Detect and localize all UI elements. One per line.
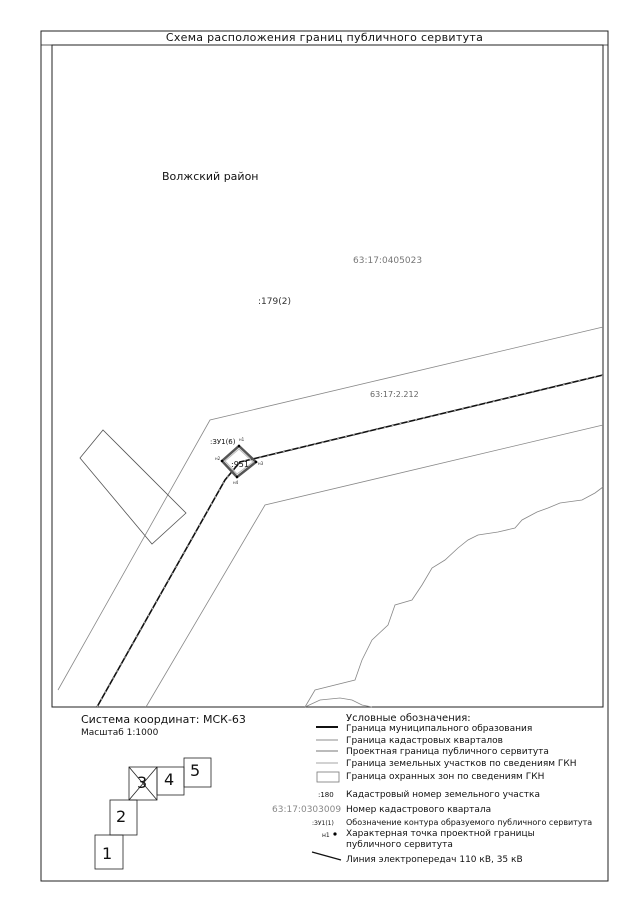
legend-item-municipal: Граница муниципального образования: [346, 724, 533, 734]
legend-item-parcel: Граница земельных участков по сведениям …: [346, 759, 577, 769]
terrain-bottom: [304, 697, 373, 708]
point-label-n4: н4: [233, 480, 239, 485]
parcel-number-label: :179(2): [258, 297, 291, 307]
point-label-n3: н3: [258, 461, 264, 466]
point-n3: [254, 460, 258, 464]
legend-sym-parcel-number: :180: [318, 791, 334, 799]
legend-item-quarter: Граница кадастровых кварталов: [346, 736, 503, 746]
sheet-number-2: 2: [116, 807, 127, 826]
district-label: Волжский район: [162, 170, 259, 183]
coordinate-system: Система координат: МСК-63: [81, 713, 246, 726]
sheet-box-2: [109, 799, 138, 836]
point-label-n2: н2: [215, 456, 221, 461]
legend-item-point-1: Характерная точка проектной границы: [346, 829, 535, 839]
sheet-box-3-cross-b: [128, 766, 158, 801]
sheet-box-1: [94, 834, 124, 870]
terrain-boundary: [304, 486, 604, 708]
legend-item-contour: Обозначение контура образуемого публично…: [346, 818, 593, 827]
legend-item-point-2: публичного сервитута: [346, 840, 453, 850]
legend-item-parcel-number: Кадастровый номер земельного участка: [346, 790, 540, 800]
sheet-number-4: 4: [164, 770, 175, 789]
legend-sym-point: [333, 832, 337, 836]
outer-frame: [40, 30, 609, 882]
legend-sym-power: [311, 851, 342, 861]
quarter-boundary-upper: [57, 326, 604, 691]
inner-parcel-label: :951: [231, 460, 249, 469]
sheet-number-1: 1: [102, 844, 113, 863]
protection-zone: [79, 429, 187, 545]
scale-label: Масштаб 1:1000: [81, 728, 159, 738]
map-title: Схема расположения границ публичного сер…: [165, 31, 484, 44]
map-frame: [51, 44, 604, 708]
servitude-contour-inner: [224, 448, 254, 475]
point-n4: [235, 475, 239, 479]
sheet-number-3: 3: [137, 773, 148, 792]
legend-sym-point-label: н1: [322, 832, 330, 839]
sheet-number-5: 5: [190, 761, 201, 780]
legend-sym-zone: [316, 771, 340, 783]
quarter-boundary-lower: [145, 424, 604, 708]
legend-item-zone: Граница охранных зон по сведениям ГКН: [346, 772, 545, 782]
quarter-number-label: 63:17:0405023: [353, 256, 423, 266]
legend-sym-quarter-number: 63:17:0303009: [272, 805, 342, 815]
legend-sym-contour: :ЗУ1(1): [312, 820, 334, 827]
point-label-n1: н1: [239, 437, 245, 442]
road-parcel-label: 63:17:2.212: [370, 390, 419, 399]
point-n1: [237, 444, 241, 448]
legend-item-power-line: Линия электропередач 110 кВ, 35 кВ: [346, 855, 523, 865]
legend-title: Условные обозначения:: [346, 713, 471, 724]
servitude-contour-label: :ЗУ1(6): [210, 438, 236, 446]
power-line-dash: [96, 374, 604, 708]
power-line: [96, 374, 604, 708]
legend-item-servitude: Проектная граница публичного сервитута: [346, 747, 549, 757]
point-n2: [220, 459, 224, 463]
sheet-box-5: [183, 757, 212, 788]
legend-item-quarter-number: Номер кадастрового квартала: [346, 805, 492, 815]
